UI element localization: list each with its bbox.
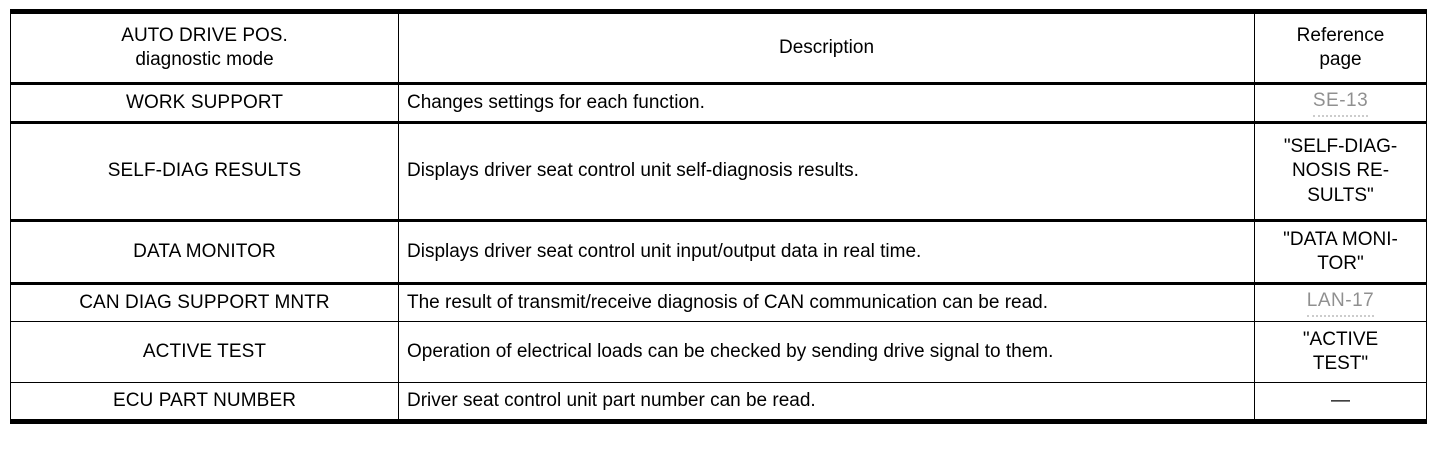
column-header-reference-page: Reference page [1254,11,1427,85]
column-header-reference-line-2: page [1319,49,1362,70]
column-header-description: Description [398,11,1255,85]
table-row: ACTIVE TEST Operation of electrical load… [10,321,1427,383]
table-row: CAN DIAG SUPPORT MNTR The result of tran… [10,283,1427,322]
reference-text-line-1: "SELF-DIAG- [1283,136,1398,158]
reference-text-line-1: "ACTIVE [1302,328,1379,350]
cell-description-data-monitor: Displays driver seat control unit input/… [398,220,1255,285]
reference-link-se-13-label: SE-13 [1312,90,1369,112]
column-header-description-line-1: Description [778,36,875,58]
reference-link-lan-17-label: LAN-17 [1306,290,1375,312]
table-row: SELF-DIAG RESULTS Displays driver seat c… [10,122,1427,222]
cell-reference-self-diag-results: "SELF-DIAG- NOSIS RE- SULTS" [1254,122,1427,222]
cell-description-can-diag-support-mntr: The result of transmit/receive diagnosis… [398,283,1255,322]
reference-text-line-2: NOSIS RE- [1291,160,1390,182]
cell-reference-work-support: SE-13 [1254,83,1427,124]
cell-mode-can-diag-support-mntr: CAN DIAG SUPPORT MNTR [10,283,399,322]
column-header-mode-line-1: AUTO DRIVE POS. [121,24,288,46]
cell-reference-ecu-part-number: — [1254,382,1427,422]
table-row: ECU PART NUMBER Driver seat control unit… [10,382,1427,422]
cell-mode-work-support: WORK SUPPORT [10,83,399,124]
column-header-mode: AUTO DRIVE POS. diagnostic mode [10,11,399,85]
reference-link-se-13[interactable]: SE-13 [1312,89,1369,117]
cell-mode-active-test: ACTIVE TEST [10,321,399,383]
cell-reference-can-diag-support-mntr: LAN-17 [1254,283,1427,322]
diagnostic-mode-table: AUTO DRIVE POS. diagnostic mode Descript… [10,9,1427,424]
cell-mode-ecu-part-number: ECU PART NUMBER [10,382,399,422]
table-row: WORK SUPPORT Changes settings for each f… [10,83,1427,124]
table-row: DATA MONITOR Displays driver seat contro… [10,220,1427,285]
cell-description-work-support: Changes settings for each function. [398,83,1255,124]
column-header-reference-line-1: Reference [1296,24,1385,46]
reference-text-dash: — [1331,389,1350,411]
reference-text-line-1: "DATA MONI- [1283,228,1398,250]
cell-mode-data-monitor: DATA MONITOR [10,220,399,285]
cell-description-active-test: Operation of electrical loads can be che… [398,321,1255,383]
table-header: AUTO DRIVE POS. diagnostic mode Descript… [10,11,1427,85]
reference-link-lan-17[interactable]: LAN-17 [1306,289,1375,317]
reference-text-line-2: TEST" [1312,353,1369,374]
diagnostic-mode-table-container: AUTO DRIVE POS. diagnostic mode Descript… [10,9,1427,424]
cell-reference-active-test: "ACTIVE TEST" [1254,321,1427,383]
cell-description-self-diag-results: Displays driver seat control unit self-d… [398,122,1255,222]
reference-text-line-3: SULTS" [1307,184,1374,206]
reference-text-line-2: TOR" [1317,253,1364,274]
table-header-row: AUTO DRIVE POS. diagnostic mode Descript… [10,11,1427,85]
cell-mode-self-diag-results: SELF-DIAG RESULTS [10,122,399,222]
cell-description-ecu-part-number: Driver seat control unit part number can… [398,382,1255,422]
column-header-mode-line-2: diagnostic mode [135,49,274,70]
table-body: WORK SUPPORT Changes settings for each f… [10,83,1427,422]
cell-reference-data-monitor: "DATA MONI- TOR" [1254,220,1427,285]
